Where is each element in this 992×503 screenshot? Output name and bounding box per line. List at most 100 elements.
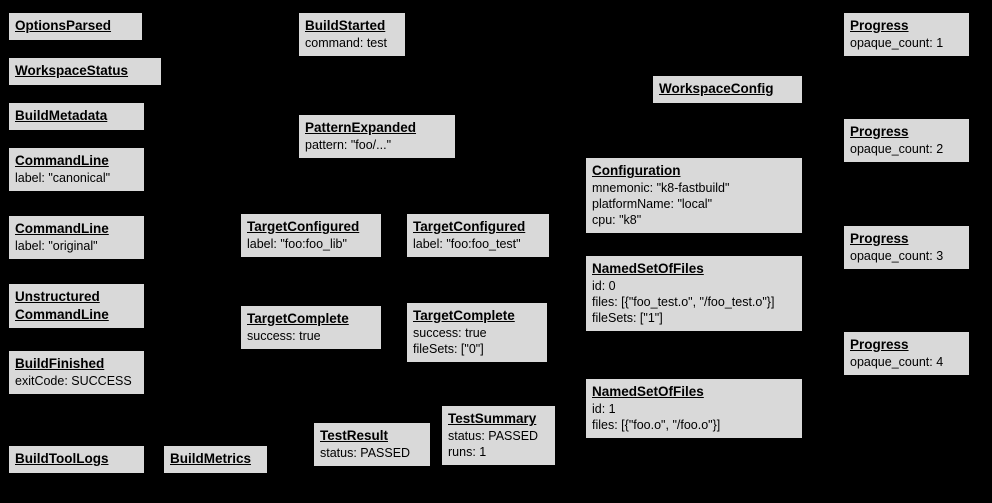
node-property: fileSets: ["1"] <box>592 311 663 326</box>
event-node-progress-1: Progress opaque_count: 1 <box>843 12 970 57</box>
node-title: BuildMetadata <box>15 107 138 125</box>
event-node-build-metrics: BuildMetrics <box>163 445 268 474</box>
node-title: TargetComplete <box>413 307 541 325</box>
node-title-line: TargetComplete <box>413 308 515 323</box>
node-title-line: CommandLine <box>15 306 109 322</box>
event-node-command-line-canonical: CommandLine label: "canonical" <box>8 147 145 192</box>
event-node-configuration: Configuration mnemonic: "k8-fastbuild"pla… <box>585 157 803 235</box>
node-title-line: TestResult <box>320 428 389 443</box>
event-node-progress-3: Progress opaque_count: 3 <box>843 225 970 270</box>
event-node-build-metadata: BuildMetadata <box>8 102 145 131</box>
node-property: exitCode: SUCCESS <box>15 373 132 388</box>
event-node-build-finished: BuildFinished exitCode: SUCCESS <box>8 350 145 395</box>
node-property: cpu: "k8" <box>592 213 642 228</box>
node-property: label: "canonical" <box>15 170 111 185</box>
event-node-workspace-status: WorkspaceStatus <box>8 57 162 86</box>
node-property: platformName: "local" <box>592 196 713 211</box>
node-title-line: NamedSetOfFiles <box>592 384 704 399</box>
event-node-pattern-expanded: PatternExpanded pattern: "foo/..." <box>298 114 456 159</box>
node-title-line: BuildMetadata <box>15 108 108 123</box>
node-property: files: [{"foo.o", "/foo.o"}] <box>592 417 721 432</box>
node-title: OptionsParsed <box>15 17 136 35</box>
node-property: id: 0 <box>592 278 616 293</box>
event-node-progress-4: Progress opaque_count: 4 <box>843 331 970 376</box>
event-node-target-complete-lib: TargetComplete success: true <box>240 305 382 350</box>
node-title: Progress <box>850 123 963 141</box>
node-property: runs: 1 <box>448 444 487 459</box>
node-title-line: BuildMetrics <box>170 451 252 466</box>
event-node-build-started: BuildStarted command: test <box>298 12 406 57</box>
node-title: TargetConfigured <box>413 218 543 236</box>
node-title: BuildToolLogs <box>15 450 138 468</box>
node-title-line: Progress <box>850 18 909 33</box>
node-title-line: BuildStarted <box>305 18 386 33</box>
node-property: fileSets: ["0"] <box>413 341 484 356</box>
node-title-line: TargetConfigured <box>247 219 360 234</box>
node-title-line: WorkspaceStatus <box>15 63 129 78</box>
node-title: Progress <box>850 336 963 354</box>
node-title: BuildMetrics <box>170 450 261 468</box>
node-title-line: Configuration <box>592 163 681 178</box>
node-property: status: PASSED <box>320 445 411 460</box>
node-title-line: CommandLine <box>15 221 109 236</box>
node-property: id: 1 <box>592 401 616 416</box>
event-node-target-configured-test: TargetConfigured label: "foo:foo_test" <box>406 213 550 258</box>
node-title-line: TargetComplete <box>247 311 349 326</box>
node-title: WorkspaceStatus <box>15 62 155 80</box>
node-title: BuildStarted <box>305 17 399 35</box>
node-title: CommandLine <box>15 152 138 170</box>
node-title-line: BuildToolLogs <box>15 451 109 466</box>
node-title-line: PatternExpanded <box>305 120 417 135</box>
node-title-line: Progress <box>850 124 909 139</box>
node-title-line: BuildFinished <box>15 356 105 371</box>
node-title-line: TestSummary <box>448 411 537 426</box>
node-property: files: [{"foo_test.o", "/foo_test.o"}] <box>592 294 775 309</box>
node-title: Progress <box>850 230 963 248</box>
node-title: CommandLine <box>15 220 138 238</box>
node-property: success: true <box>413 325 487 340</box>
node-property: command: test <box>305 35 387 50</box>
node-title: WorkspaceConfig <box>659 80 796 98</box>
node-title: PatternExpanded <box>305 119 449 137</box>
node-property: label: "foo:foo_lib" <box>247 236 347 251</box>
event-node-target-configured-lib: TargetConfigured label: "foo:foo_lib" <box>240 213 382 258</box>
event-node-options-parsed: OptionsParsed <box>8 12 143 41</box>
node-title: Configuration <box>592 162 796 180</box>
node-title: TargetConfigured <box>247 218 375 236</box>
event-node-test-result: TestResult status: PASSED <box>313 422 431 467</box>
node-property: success: true <box>247 328 321 343</box>
node-property: label: "foo:foo_test" <box>413 236 521 251</box>
node-title: NamedSetOfFiles <box>592 383 796 401</box>
node-property: opaque_count: 4 <box>850 354 944 369</box>
node-title: TestResult <box>320 427 424 445</box>
node-title: NamedSetOfFiles <box>592 260 796 278</box>
node-property: pattern: "foo/..." <box>305 137 392 152</box>
node-title-line: TargetConfigured <box>413 219 526 234</box>
node-title-line: NamedSetOfFiles <box>592 261 704 276</box>
node-title-line: Progress <box>850 337 909 352</box>
event-node-command-line-original: CommandLine label: "original" <box>8 215 145 260</box>
node-title: Progress <box>850 17 963 35</box>
node-property: label: "original" <box>15 238 98 253</box>
node-title-line: CommandLine <box>15 153 109 168</box>
node-title-line: WorkspaceConfig <box>659 81 774 96</box>
node-title: BuildFinished <box>15 355 138 373</box>
node-property: opaque_count: 3 <box>850 248 944 263</box>
node-title-line: Unstructured <box>15 289 100 304</box>
event-node-progress-2: Progress opaque_count: 2 <box>843 118 970 163</box>
node-property: opaque_count: 1 <box>850 35 944 50</box>
node-property: mnemonic: "k8-fastbuild" <box>592 180 730 195</box>
node-title-line: Progress <box>850 231 909 246</box>
node-title: TargetComplete <box>247 310 375 328</box>
node-property: opaque_count: 2 <box>850 141 944 156</box>
event-node-build-tool-logs: BuildToolLogs <box>8 445 145 474</box>
event-node-workspace-config: WorkspaceConfig <box>652 75 803 104</box>
node-title: TestSummary <box>448 410 549 428</box>
